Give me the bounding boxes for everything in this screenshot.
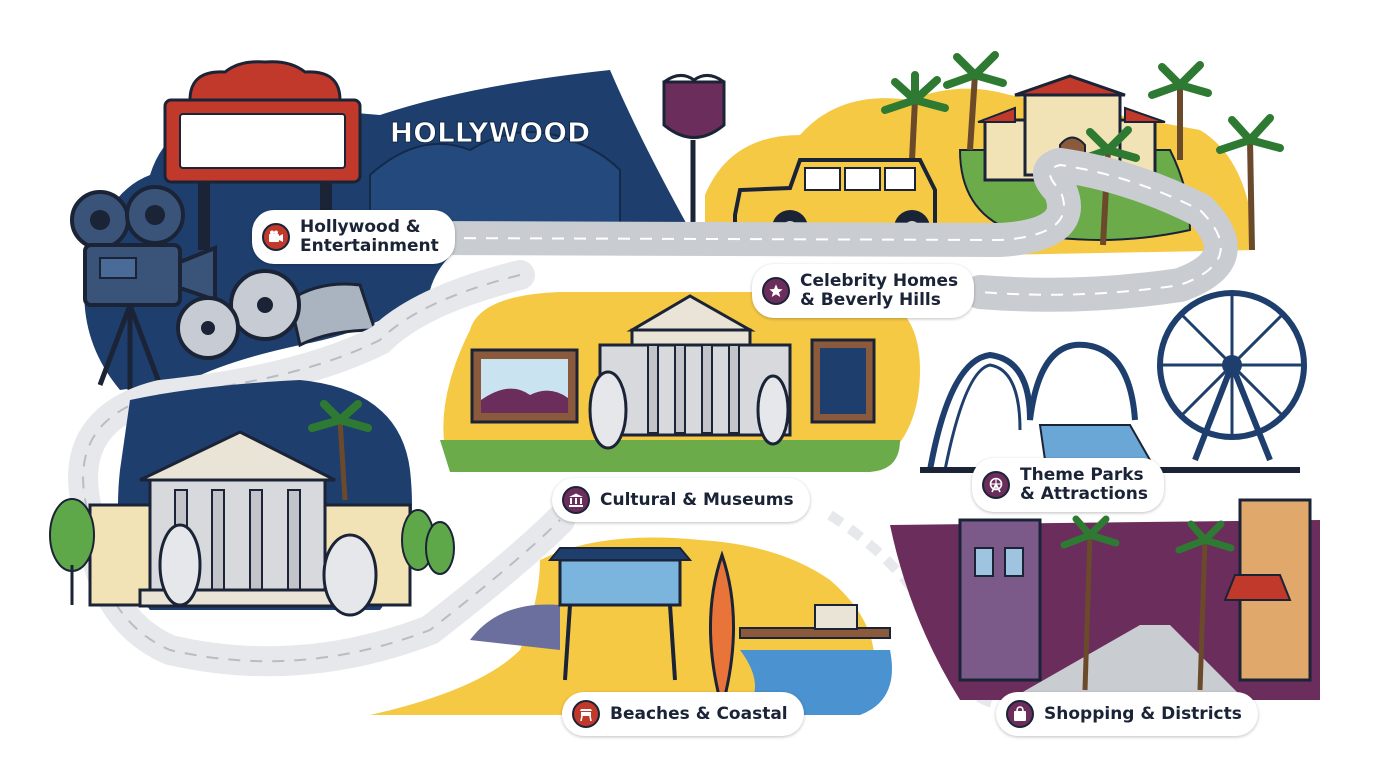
- star-icon: [762, 277, 790, 305]
- film-camera-icon: [262, 223, 290, 251]
- theme-parks-region: [920, 290, 1307, 473]
- category-label-line2: & Beverly Hills: [800, 290, 941, 310]
- category-label-line1: Shopping & Districts: [1044, 703, 1242, 724]
- category-label-line1: Hollywood &: [300, 217, 421, 237]
- shopping-bag-icon: [1006, 700, 1034, 728]
- ferris-wheel-icon: [982, 471, 1010, 499]
- category-beaches-coastal[interactable]: Beaches & Coastal: [562, 692, 804, 736]
- shopping-region: [890, 498, 1320, 705]
- category-hollywood-entertainment[interactable]: Hollywood & Entertainment: [252, 210, 455, 264]
- film-reels: [176, 269, 378, 360]
- beaches-region: [370, 537, 892, 715]
- category-celebrity-homes[interactable]: Celebrity Homes & Beverly Hills: [752, 264, 975, 318]
- category-label-line1: Celebrity Homes: [800, 271, 959, 291]
- museum-icon: [562, 486, 590, 514]
- cultural-region: [440, 292, 920, 472]
- museum-region-left: [49, 380, 455, 617]
- category-label-line1: Cultural & Museums: [600, 489, 794, 510]
- category-label-line1: Theme Parks: [1020, 465, 1144, 485]
- marquee-sign: [163, 60, 362, 260]
- movie-camera: [70, 185, 217, 390]
- street-sign: [662, 74, 726, 222]
- category-label-line2: & Attractions: [1020, 484, 1148, 504]
- ferris-wheel: [1157, 290, 1307, 462]
- hollywood-sign: HOLLYWOOD: [390, 116, 591, 149]
- category-label-line1: Beaches & Coastal: [610, 703, 788, 724]
- category-shopping-districts[interactable]: Shopping & Districts: [996, 692, 1258, 736]
- lifeguard-tower-icon: [572, 700, 600, 728]
- category-cultural-museums[interactable]: Cultural & Museums: [552, 478, 810, 522]
- category-label-line2: Entertainment: [300, 236, 439, 256]
- category-theme-parks[interactable]: Theme Parks & Attractions: [972, 458, 1164, 512]
